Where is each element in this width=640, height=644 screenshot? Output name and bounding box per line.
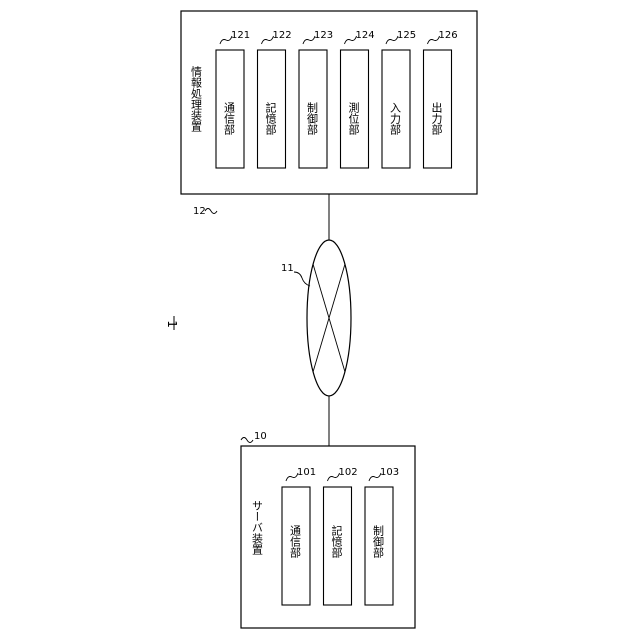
info-unit-ref-125: 125 [397,30,416,41]
info-unit-label-124: 測位部 [347,101,360,135]
info-unit-ref-122: 122 [273,30,292,41]
server-unit-label-102: 記憶部 [330,524,343,558]
server-unit-label-103: 制御部 [372,525,385,558]
info-unit-ref-123: 123 [314,30,333,41]
info-unit-label-123: 制御部 [306,102,319,135]
system-ref-label: 1 [165,320,179,328]
server-units: 通信部 101 記憶部 102 制御部 103 [282,467,399,605]
info-unit-ref-121: 121 [231,30,250,41]
info-device-units: 通信部 121 記憶部 122 制御部 123 測位部 124 入力部 125 出力部 126 [216,30,458,168]
server-title: サーバ装置 [251,500,264,555]
info-device-ref-label: 12 [193,206,206,217]
server-unit-ref-103: 103 [380,467,399,478]
info-unit-label-122: 記憶部 [264,101,277,135]
info-unit-label-125: 入力部 [389,102,402,135]
network-ref-leader [294,272,310,286]
server-unit-ref-101: 101 [297,467,316,478]
info-unit-label-126: 出力部 [430,101,443,135]
info-device-title: 情報処理装置 [190,66,203,132]
server-ref-leader [241,438,253,443]
info-unit-ref-126: 126 [439,30,458,41]
server-ref-label: 10 [254,431,267,442]
server-unit-label-101: 通信部 [289,525,302,558]
info-unit-ref-124: 124 [356,30,375,41]
network-ref-label: 11 [281,263,294,274]
info-device-ref-leader [205,209,217,214]
info-unit-label-121: 通信部 [223,102,236,135]
server-unit-ref-102: 102 [339,467,358,478]
